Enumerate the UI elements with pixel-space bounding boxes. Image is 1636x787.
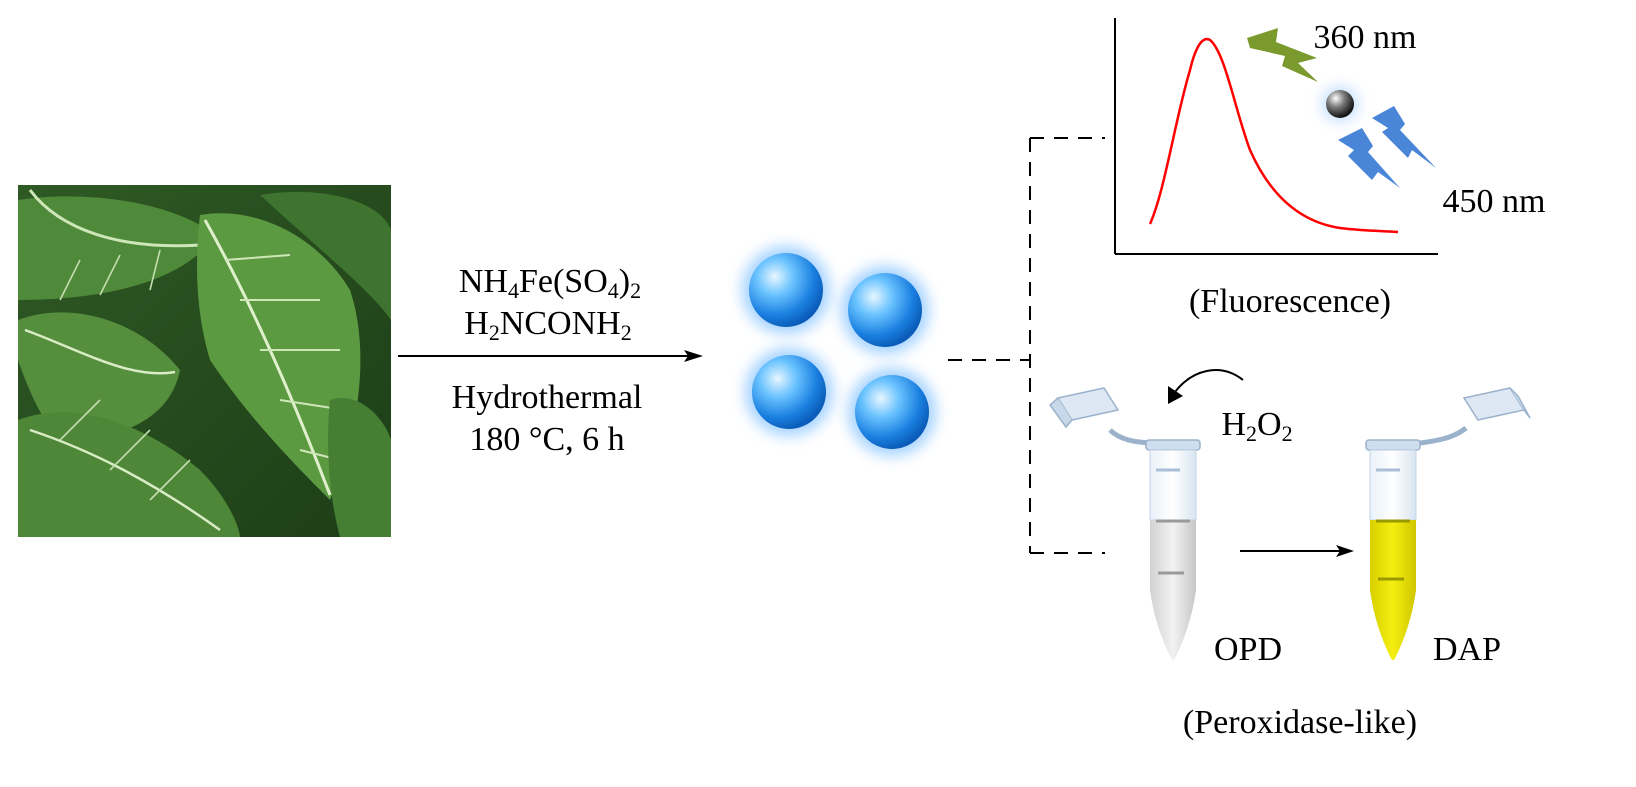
fluorescence-panel: 360 nm 450 nm (Fluorescence)	[1114, 18, 1546, 320]
reagent-urea: H2NCONH2	[464, 305, 631, 345]
method-label: Hydrothermal	[452, 379, 643, 416]
excitation-lightning-icon	[1247, 28, 1318, 82]
plant-leaves-photo	[18, 185, 391, 537]
fluorescence-label: (Fluorescence)	[1189, 283, 1391, 320]
branch-connector	[948, 137, 1105, 554]
nanoparticle	[745, 348, 833, 436]
tube-opd	[1048, 387, 1201, 660]
nanoparticle	[848, 368, 936, 456]
opd-solution	[1150, 520, 1196, 660]
tube-dap	[1365, 387, 1531, 660]
oxidant-label: H2O2	[1221, 406, 1292, 446]
emission-lightning-icon	[1372, 106, 1436, 168]
emission-lightning-icon	[1338, 128, 1400, 188]
peroxidase-panel: H2O2 OPD DAP (Peroxidase-like)	[1048, 369, 1531, 741]
dap-solution	[1370, 520, 1416, 660]
nanoparticles	[742, 246, 936, 456]
tube-cap	[1056, 387, 1120, 421]
reaction-arrowhead	[684, 350, 703, 362]
nanoparticle	[742, 246, 830, 334]
substrate-label: OPD	[1214, 631, 1282, 668]
peroxidase-label: (Peroxidase-like)	[1183, 704, 1417, 741]
emission-curve	[1148, 37, 1399, 234]
addition-arrow	[1174, 369, 1244, 393]
excitation-wavelength-label: 360 nm	[1314, 19, 1417, 56]
nanoparticle	[841, 266, 929, 354]
emission-wavelength-label: 450 nm	[1443, 183, 1546, 220]
reaction-step: NH4Fe(SO4)2 H2NCONH2 Hydrothermal 180 °C…	[398, 263, 703, 458]
reagent-ammonium-iron-sulfate: NH4Fe(SO4)2	[459, 263, 641, 303]
product-label: DAP	[1433, 631, 1501, 668]
quantum-dot-icon	[1326, 90, 1354, 118]
conditions-label: 180 °C, 6 h	[469, 421, 624, 458]
